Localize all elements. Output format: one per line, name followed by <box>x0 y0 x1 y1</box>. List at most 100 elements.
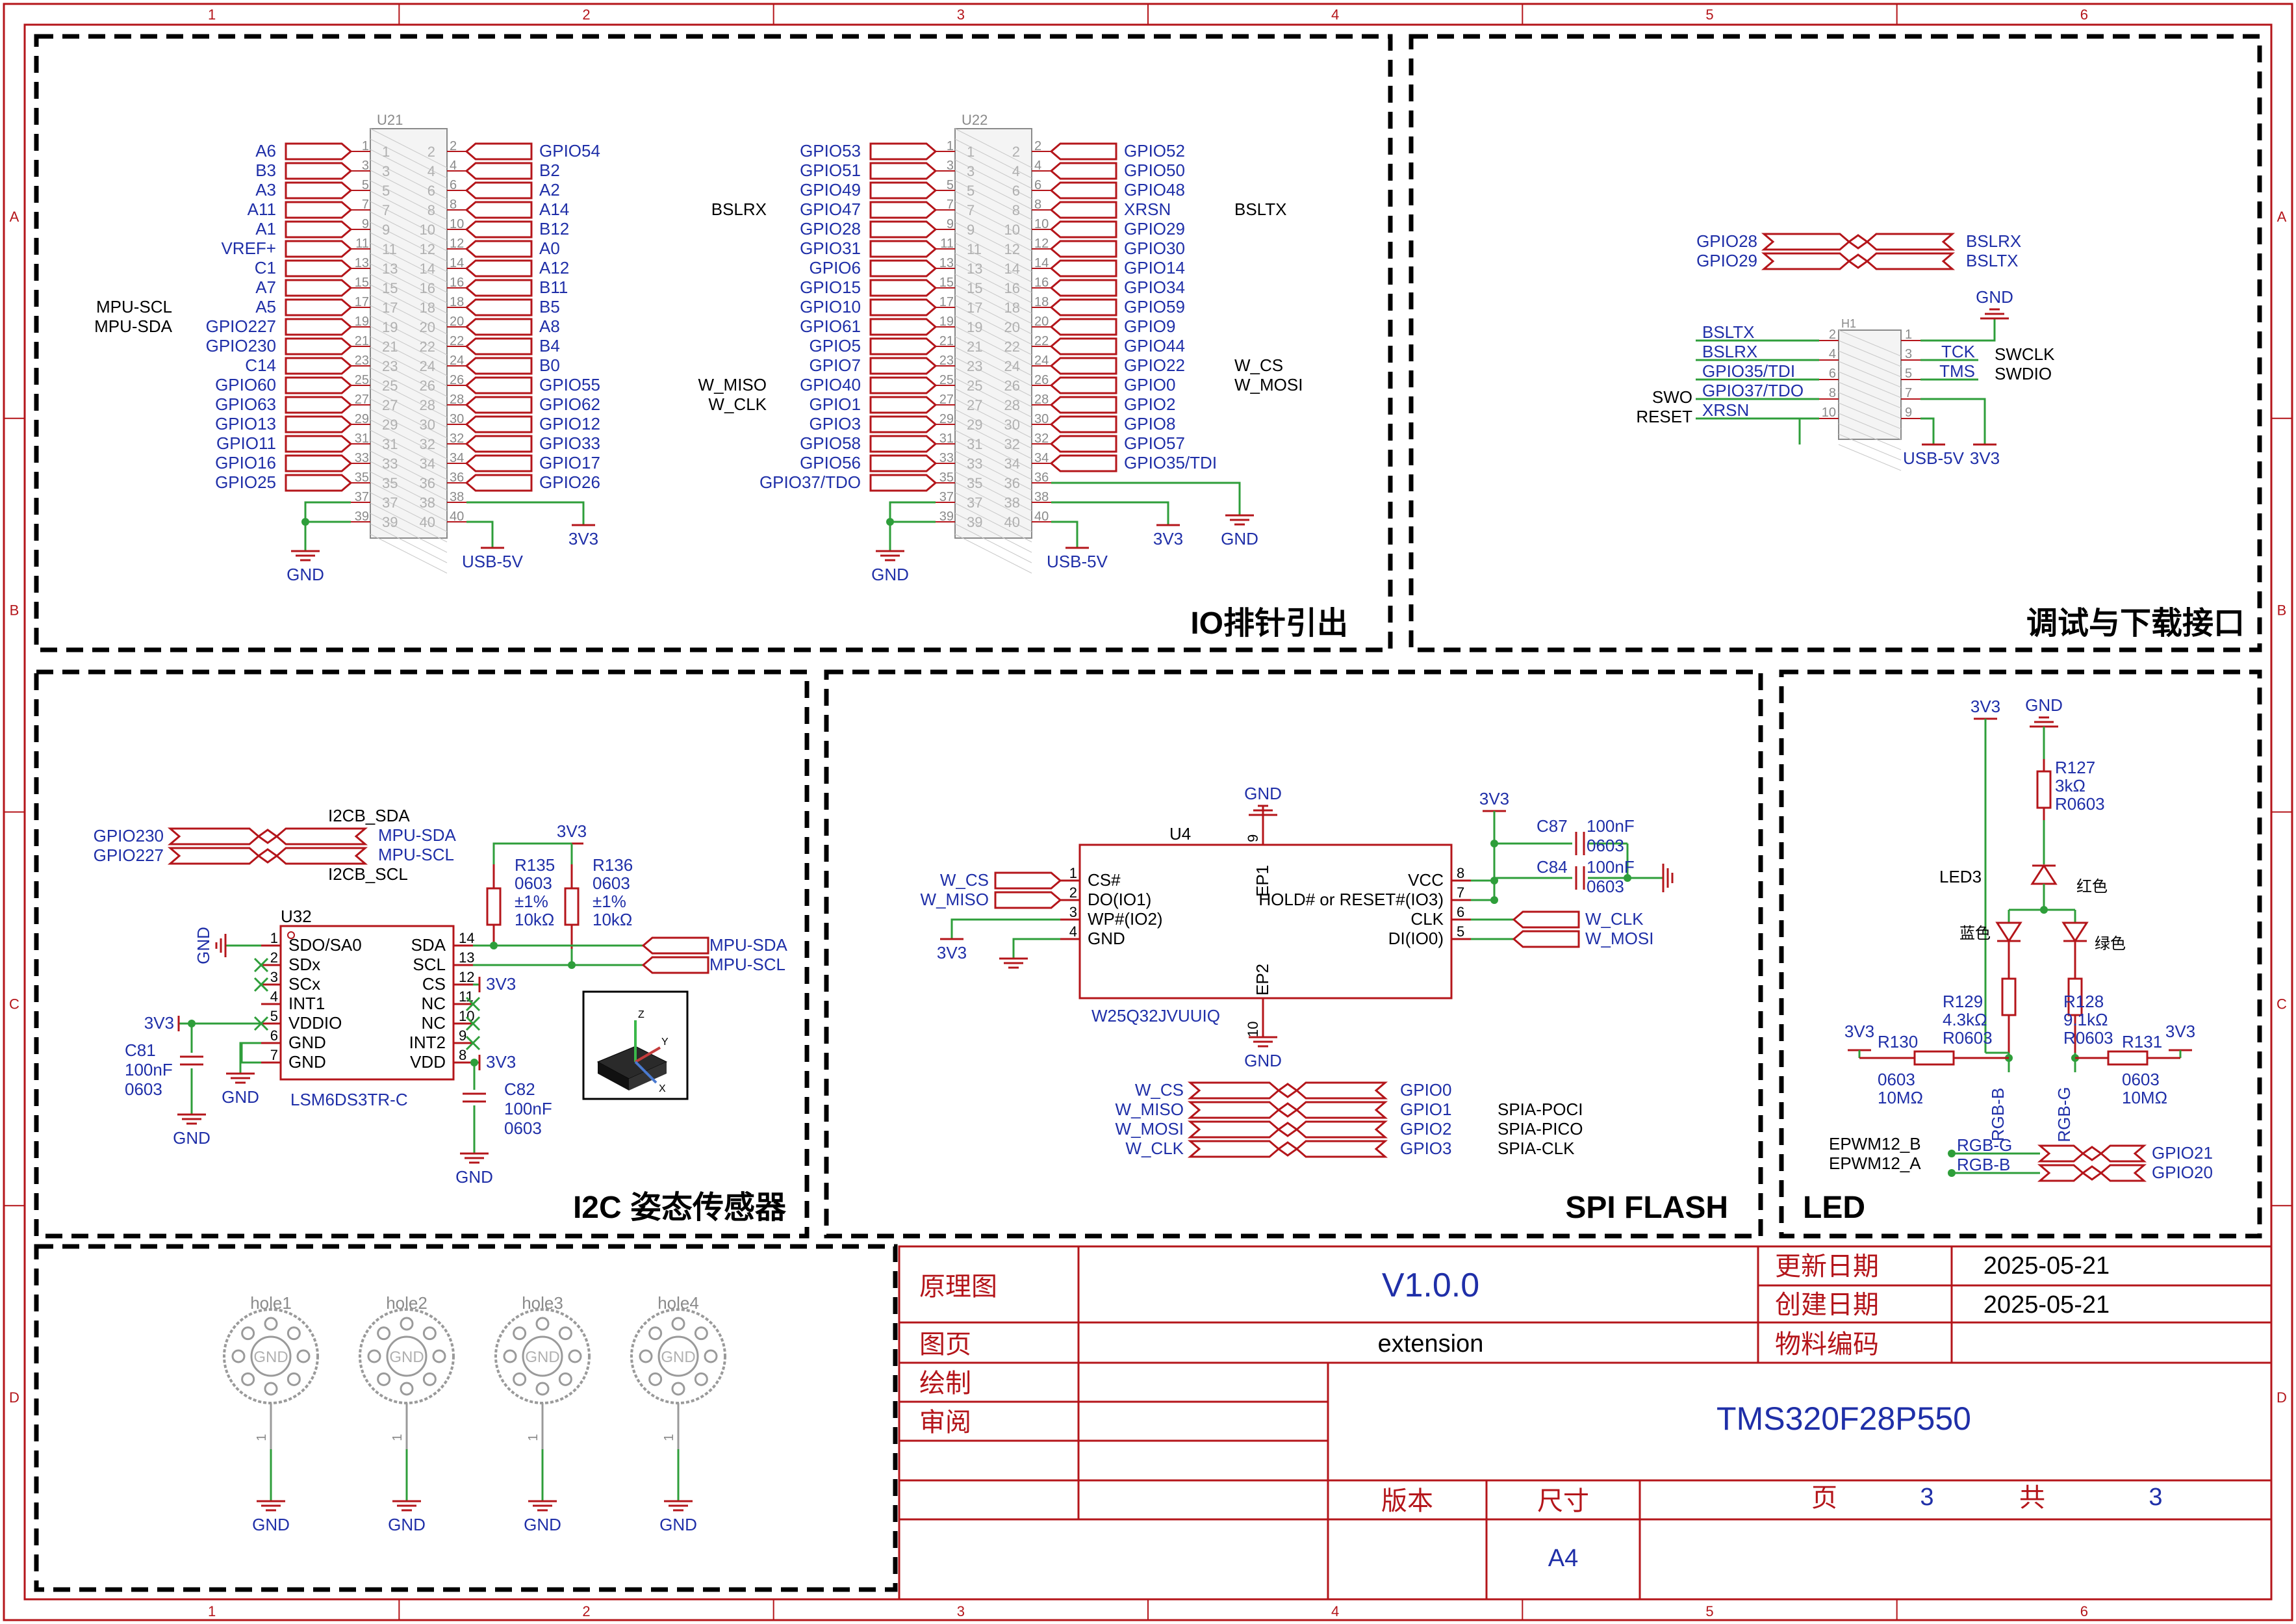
debug-wire <box>1920 417 1935 445</box>
net-label: GPIO60 <box>215 375 276 394</box>
net-label: GPIO2 <box>1124 394 1175 414</box>
tb-created-label: 创建日期 <box>1775 1291 1879 1319</box>
bridge-diamond <box>257 848 279 864</box>
junction-dot <box>1490 896 1498 904</box>
pin-number: 9 <box>362 217 369 231</box>
r130-resistor <box>1913 1050 1955 1066</box>
net-flag-right <box>465 337 533 355</box>
r128-label: R128 <box>2063 992 2104 1011</box>
spi-wire <box>1012 938 1060 959</box>
pin-number: 30 <box>1034 412 1049 426</box>
header-hatch <box>954 378 1032 418</box>
net-label: XRSN <box>1124 200 1171 219</box>
net-label: MPU-SCL <box>378 845 454 864</box>
net-flag-right <box>1049 279 1117 297</box>
pin-number-inner: 7 <box>967 202 975 218</box>
r135-resistor <box>486 887 502 926</box>
net-note: SWCLK <box>1995 344 2055 364</box>
pin-number-inner: 19 <box>382 319 398 335</box>
u4-pin-name: WP#(IO2) <box>1088 909 1163 929</box>
r129-label: R129 <box>1943 992 1983 1011</box>
pin-number: 27 <box>355 393 369 407</box>
net-label: GPIO20 <box>2152 1163 2213 1182</box>
row-label: B <box>10 602 19 619</box>
u32-pin-name: VDDIO <box>288 1013 342 1033</box>
bridge-left <box>1187 1101 1281 1119</box>
net-label: MPU-SDA <box>709 935 788 955</box>
net-label: GPIO3 <box>1400 1139 1451 1158</box>
hole-via <box>671 1317 685 1331</box>
header-hatch <box>954 398 1032 439</box>
pin-number: 27 <box>939 393 954 407</box>
net-label: GPIO12 <box>539 414 600 433</box>
v33-wire <box>1051 501 1169 525</box>
pin-number: 26 <box>450 373 464 387</box>
net-flag <box>1512 910 1580 929</box>
imu-wire <box>239 1042 242 1074</box>
net-label: GPIO7 <box>810 355 861 375</box>
net-label: W_MISO <box>921 890 989 909</box>
r130-label: 0603 <box>1878 1070 1915 1089</box>
net-flag-left <box>285 279 353 297</box>
pin-number: 1 <box>526 1434 541 1441</box>
gnd-label: GND <box>455 1167 493 1187</box>
header-hatch <box>370 513 448 553</box>
pin-number-inner: 29 <box>382 417 398 433</box>
pin-number: 9 <box>459 1027 466 1044</box>
v33-symbol: 3V3 <box>937 938 967 962</box>
pin-number: 34 <box>450 451 464 465</box>
net-flag-left <box>869 181 938 200</box>
bridge-right <box>275 847 368 865</box>
net-label: B5 <box>539 297 560 316</box>
net-label: GPIO57 <box>1124 433 1185 453</box>
gnd-label: GND <box>1976 287 2013 307</box>
spi-bridge <box>1187 1101 1388 1119</box>
header-hatch <box>370 170 448 210</box>
pin-number-inner: 18 <box>420 300 435 316</box>
net-label: BSLRX <box>1702 342 1757 361</box>
section-imu-box <box>34 669 810 1239</box>
bridge-diamond <box>1847 234 1869 250</box>
net-flag-right <box>465 201 533 219</box>
v33-label: 3V3 <box>486 1052 516 1072</box>
bridge-diamond <box>2081 1165 2103 1181</box>
net-label: GPIO17 <box>539 453 600 472</box>
net-flag-right <box>465 396 533 414</box>
net-label: GPIO16 <box>215 453 276 472</box>
gnd-label: GND <box>194 927 213 964</box>
net-label: A0 <box>539 238 560 258</box>
power-label: USB-5V <box>1903 448 1965 468</box>
net-label: GPIO35/TDI <box>1124 453 1217 472</box>
pin-number: 31 <box>939 432 954 446</box>
pin-number-inner: 26 <box>1004 378 1020 394</box>
power-label: USB-5V <box>462 552 524 571</box>
u4-pin-name: HOLD# or RESET#(IO3) <box>1258 890 1444 909</box>
pin-number-inner: 39 <box>967 514 982 530</box>
gnd-label: GND <box>524 1515 561 1534</box>
hole-center-label: GND <box>525 1348 559 1366</box>
gnd-label: GND <box>1244 1051 1282 1070</box>
junction-dot <box>188 1020 196 1027</box>
bridge-right <box>2099 1164 2147 1182</box>
net-label: GPIO37/TDO <box>759 472 861 492</box>
row-label: D <box>2277 1389 2287 1406</box>
hole-via <box>422 1372 437 1386</box>
net-label: W_MOSI <box>1585 929 1653 948</box>
gnd-symbol: GND <box>1244 1036 1282 1070</box>
net-flag-right <box>1049 220 1117 238</box>
net-flag-left <box>285 201 353 219</box>
net-label: GPIO15 <box>800 277 861 297</box>
net-flag-right <box>1049 376 1117 394</box>
header-refdes: U22 <box>962 112 988 128</box>
pin-number-inner: 38 <box>1004 495 1020 511</box>
net-flag-left <box>869 318 938 336</box>
pin-number-inner: 24 <box>1004 358 1020 374</box>
net-flag <box>1512 930 1580 948</box>
gnd-label: GND <box>871 565 909 584</box>
pin-number: 23 <box>355 354 369 368</box>
hole-via <box>422 1326 437 1341</box>
net-note: SPIA-POCI <box>1498 1100 1583 1119</box>
net-label: B0 <box>539 355 560 375</box>
v33-symbol: 3V3 <box>557 821 587 845</box>
